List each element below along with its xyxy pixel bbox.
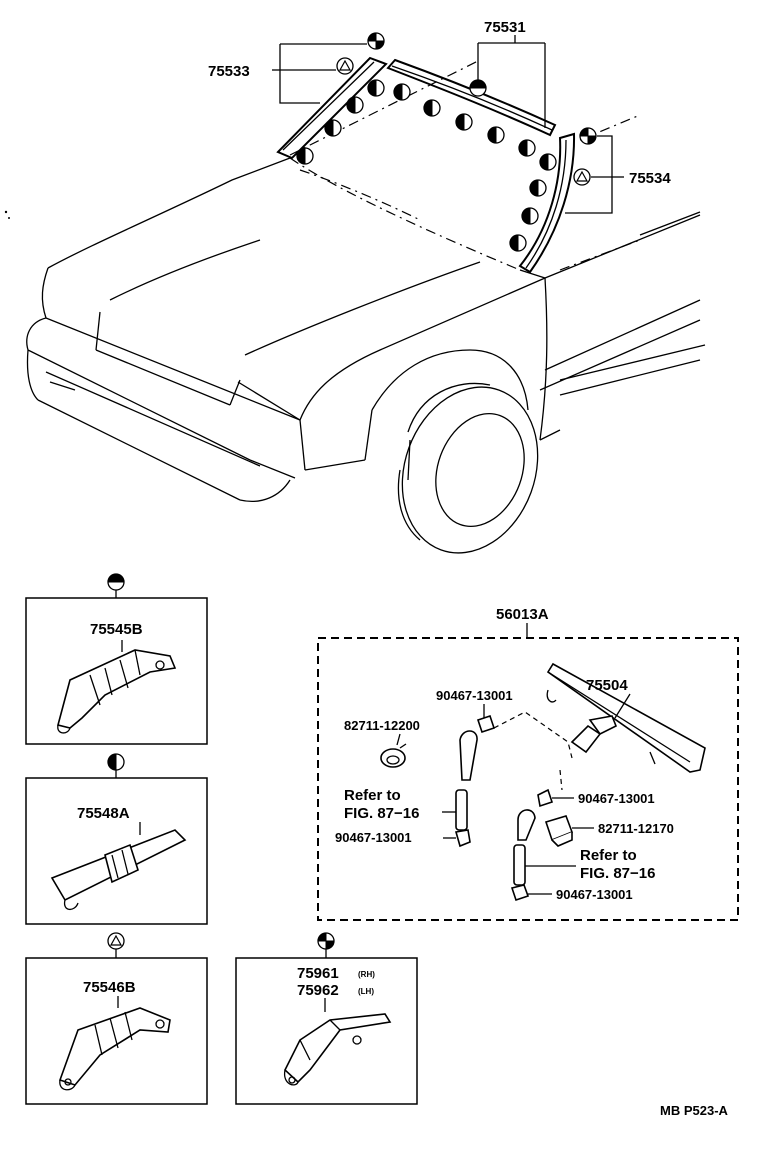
label-refer-a-1: Refer to	[344, 787, 401, 804]
panel-75961-75962: 75961 (RH) 75962 (LH)	[235, 933, 418, 1105]
figure-code: MB P523-A	[660, 1103, 729, 1118]
label-90467-d: 90467-13001	[556, 887, 633, 902]
clip-75545b	[57, 649, 177, 734]
label-refer-b-2: FIG. 87−16	[580, 865, 655, 882]
label-56013a: 56013A	[496, 606, 549, 623]
label-75533: 75533	[208, 63, 250, 80]
car-front-illustration	[4, 59, 706, 554]
label-90467-c: 90467-13001	[578, 791, 655, 806]
label-75961-suffix: (RH)	[358, 970, 375, 979]
panel-75546b: 75546B	[25, 932, 208, 1105]
label-82711-12200: 82711-12200	[344, 718, 420, 733]
clip-75546b	[58, 1007, 171, 1091]
label-refer-a-2: FIG. 87−16	[344, 805, 419, 822]
callout-75531: 75531	[477, 19, 546, 128]
clip-75548a	[50, 829, 187, 911]
label-refer-b-1: Refer to	[580, 847, 637, 864]
label-75546b: 75546B	[83, 979, 136, 996]
hose-clamp-82711-12200	[380, 743, 407, 768]
label-75545b: 75545B	[90, 621, 143, 638]
label-75534: 75534	[629, 170, 671, 187]
label-82711-12170: 82711-12170	[598, 821, 674, 836]
label-75962: 75962	[297, 982, 339, 999]
windshield-moldings	[276, 56, 576, 274]
panel-75545b: 75545B	[25, 574, 208, 745]
label-75531: 75531	[484, 19, 526, 36]
label-75962-suffix: (LH)	[358, 987, 374, 996]
callout-75533: 75533	[208, 33, 384, 104]
washer-nozzle-75504	[546, 662, 706, 773]
label-75504: 75504	[586, 677, 628, 694]
label-90467-a: 90467-13001	[436, 688, 513, 703]
label-75961: 75961	[297, 965, 339, 982]
panel-75548a: 75548A	[25, 754, 208, 925]
windshield-clip-symbols	[297, 80, 556, 251]
washer-assembly: 56013A 75504 90467-13001 82711-12200	[317, 606, 739, 921]
label-90467-b: 90467-13001	[335, 830, 412, 845]
hose-clamp-82711-12170	[544, 815, 574, 847]
clip-75961-75962	[283, 1013, 392, 1086]
label-75548a: 75548A	[77, 805, 130, 822]
callout-75534: 75534	[565, 128, 671, 214]
